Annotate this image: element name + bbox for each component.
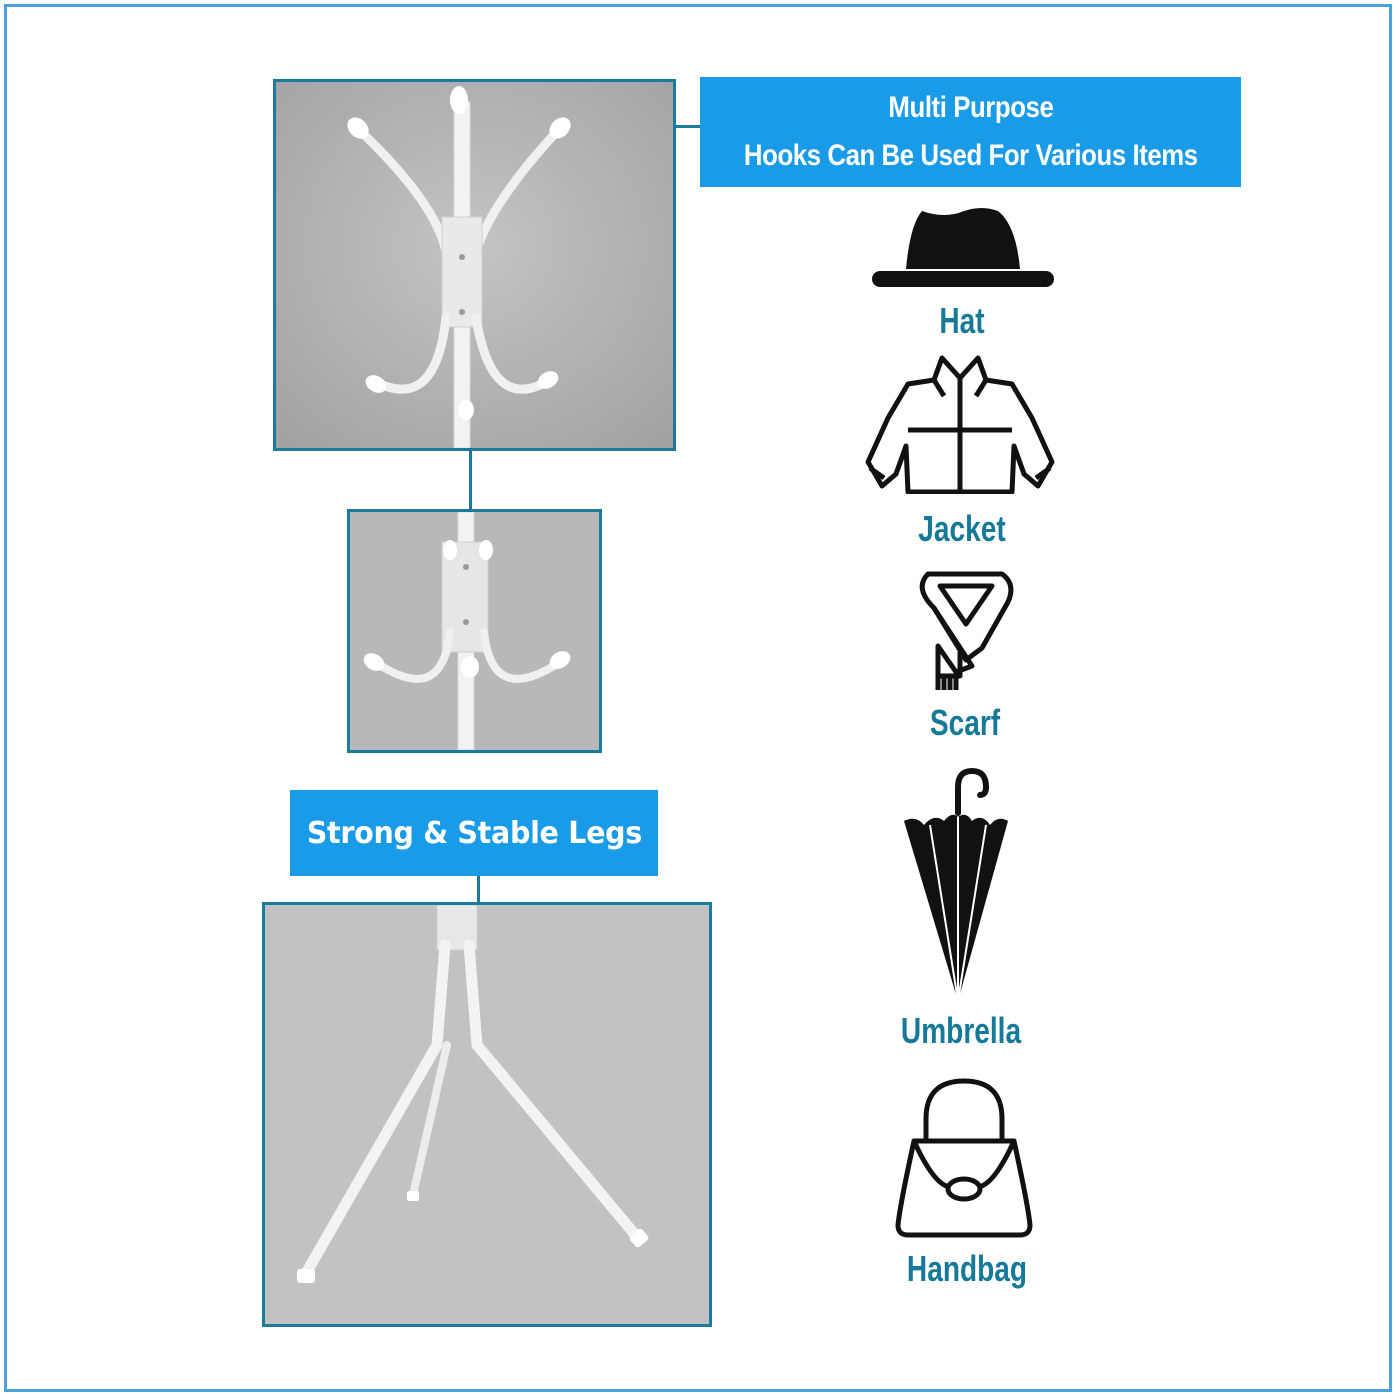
legs-illustration (265, 905, 709, 1324)
hooks-middle-illustration (350, 512, 599, 750)
legs-banner: Strong & Stable Legs (290, 790, 658, 876)
jacket-label: Jacket (918, 508, 1006, 549)
hat-icon (870, 205, 1056, 289)
jacket-icon (862, 350, 1058, 494)
handbag-icon (894, 1075, 1034, 1239)
umbrella-icon (900, 765, 1012, 1005)
scarf-label: Scarf (929, 702, 1001, 743)
handbag-label: Handbag (906, 1248, 1028, 1289)
scarf-icon (912, 568, 1018, 694)
hooks-banner: Multi Purpose Hooks Can Be Used For Vari… (700, 77, 1241, 187)
banner-connector-legs (477, 876, 480, 902)
hooks-top-photo (273, 79, 676, 451)
hat-label: Hat (939, 300, 985, 341)
umbrella-label: Umbrella (900, 1010, 1022, 1051)
hooks-banner-line1: Multi Purpose (888, 91, 1053, 124)
legs-banner-text: Strong & Stable Legs (306, 815, 642, 851)
photo-connector-middle (469, 451, 472, 509)
banner-connector-top (676, 125, 700, 128)
hooks-banner-line2: Hooks Can Be Used For Various Items (743, 139, 1198, 172)
hooks-middle-photo (347, 509, 602, 753)
legs-photo (262, 902, 712, 1327)
page-border (4, 4, 1392, 1392)
hooks-top-illustration (276, 82, 673, 448)
